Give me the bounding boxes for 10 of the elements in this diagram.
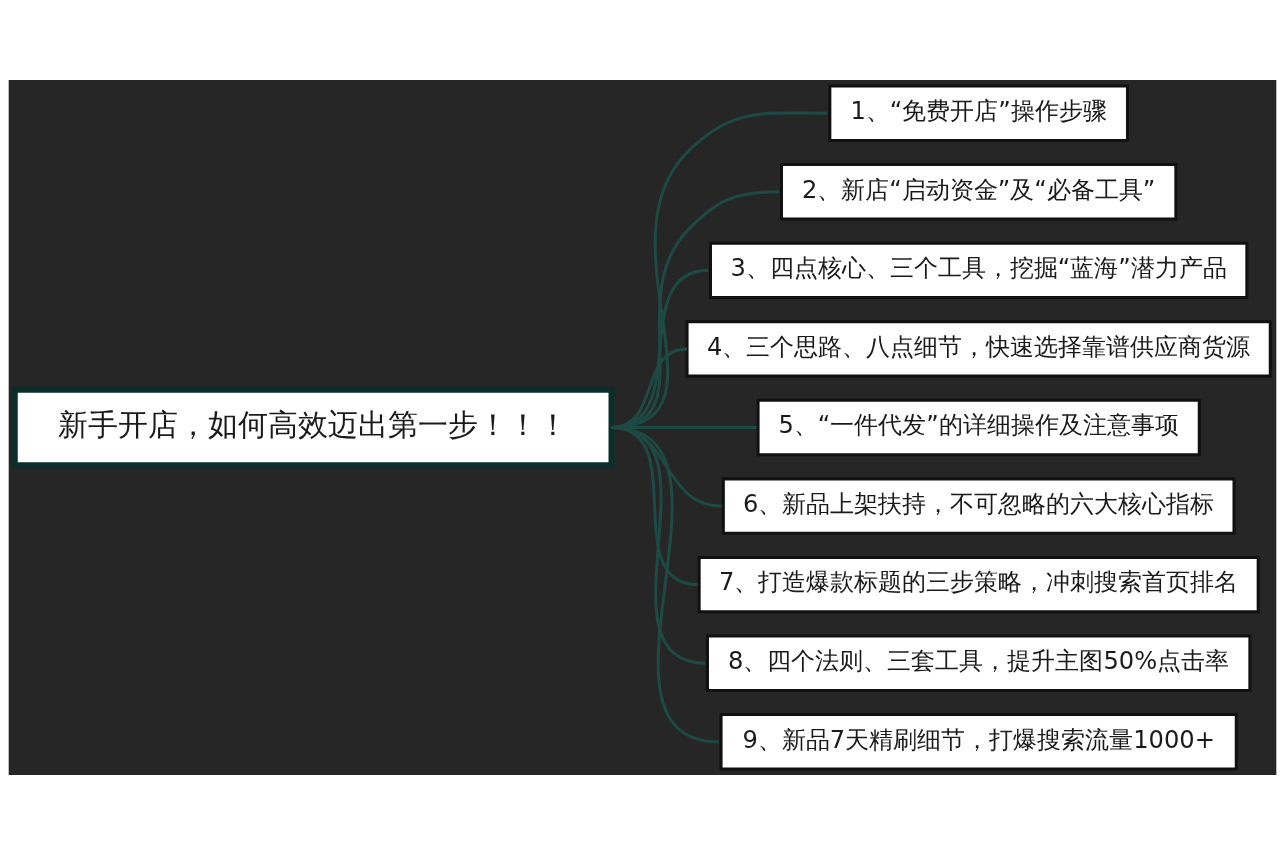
- node-box: 6、新品上架扶持，不可忽略的六大核心指标: [721, 477, 1236, 535]
- node-box: 9、新品7天精刷细节，打爆搜索流量1000+: [719, 713, 1238, 771]
- node-box: 8、四个法则、三套工具，提升主图50%点击率: [705, 634, 1252, 692]
- node-box: 5、“一件代发”的详细操作及注意事项: [756, 398, 1201, 457]
- node-box: 4、三个思路、八点细节，快速选择靠谱供应商货源: [685, 320, 1272, 378]
- node-box: 1、“免费开店”操作步骤: [828, 84, 1129, 142]
- node-box: 7、打造爆款标题的三步策略，冲刺搜索首页排名: [697, 555, 1260, 614]
- node-box: 新手开店，如何高效迈出第一步！！！: [11, 386, 615, 469]
- node-box: 3、四点核心、三个工具，挖掘“蓝海”潜力产品: [709, 241, 1249, 300]
- node-box: 2、新店“启动资金”及“必备工具”: [780, 163, 1178, 221]
